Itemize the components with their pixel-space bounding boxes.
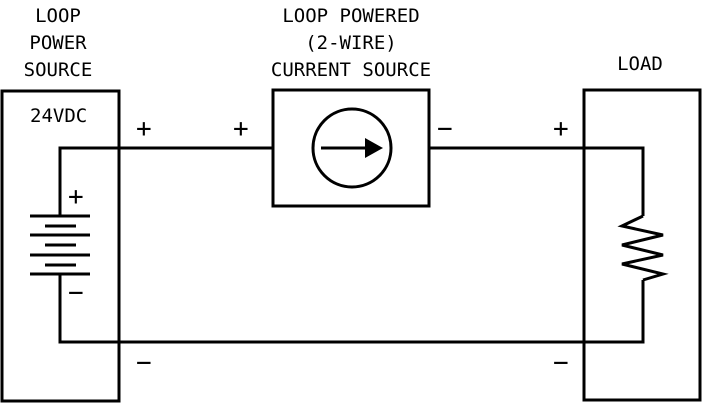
svg-text:POWER: POWER — [29, 32, 87, 54]
current-source-box — [271, 88, 431, 208]
svg-text:(2-WIRE): (2-WIRE) — [305, 32, 397, 54]
load-box — [582, 88, 702, 402]
bottom-wire — [58, 274, 645, 344]
load-plus-terminal: + — [553, 114, 569, 144]
svg-text:SOURCE: SOURCE — [24, 59, 93, 81]
voltage-label: 24VDC — [30, 105, 87, 127]
current-source-arrow-icon — [311, 107, 393, 189]
load-label: LOAD — [617, 53, 663, 75]
svg-text:LOOP POWERED: LOOP POWERED — [282, 5, 419, 27]
top-wire-left — [58, 146, 273, 216]
resistor-icon — [617, 214, 669, 282]
svg-text:LOOP: LOOP — [35, 5, 81, 27]
svg-text:CURRENT SOURCE: CURRENT SOURCE — [271, 59, 431, 81]
current-source-label: LOOP POWERED (2-WIRE) CURRENT SOURCE — [271, 5, 431, 81]
load-minus-terminal: − — [553, 348, 569, 378]
source-plus-terminal: + — [136, 114, 152, 144]
battery-icon — [30, 214, 90, 276]
current-source-minus-terminal: − — [437, 114, 453, 144]
battery-plus: + — [68, 182, 84, 212]
power-source-box — [0, 89, 121, 403]
power-source-label: LOOP POWER SOURCE — [24, 5, 93, 81]
source-minus-terminal: − — [136, 348, 152, 378]
battery-minus: − — [68, 278, 84, 308]
current-source-plus-terminal: + — [233, 114, 249, 144]
top-wire-right — [429, 146, 645, 216]
